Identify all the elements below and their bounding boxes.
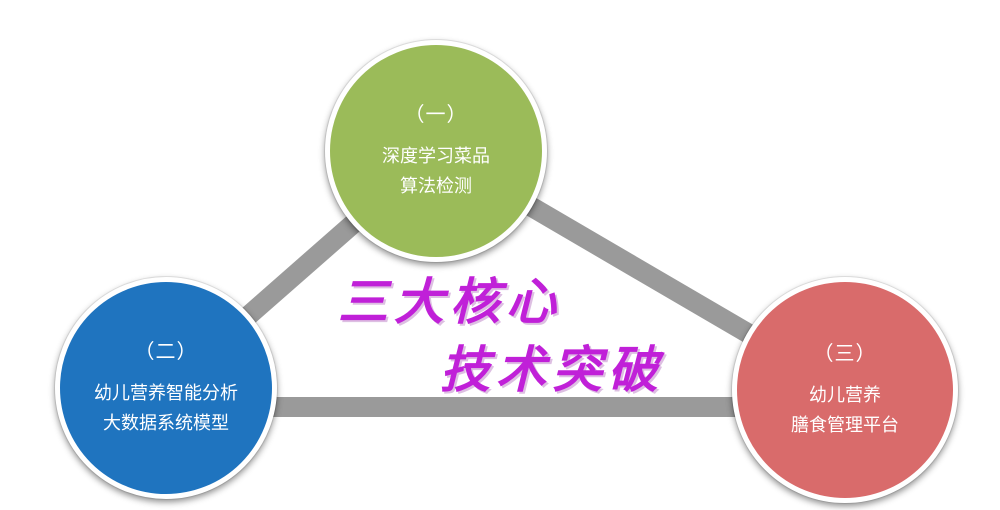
node-number: （二） [134, 339, 198, 363]
node-diet-management-platform: （三） 幼儿营养 膳食管理平台 [732, 277, 958, 503]
node-deep-learning-detection: （一） 深度学习菜品 算法检测 [325, 40, 547, 262]
node-number: （三） [813, 341, 877, 365]
node-nutrition-big-data-model: （二） 幼儿营养智能分析 大数据系统模型 [55, 277, 277, 499]
node-label-line1: 深度学习菜品 [382, 146, 490, 167]
node-label-line2: 算法检测 [400, 176, 472, 197]
node-label-line1: 幼儿营养智能分析 [94, 383, 238, 404]
node-label-line2: 大数据系统模型 [103, 413, 229, 434]
node-label-line1: 幼儿营养 [809, 385, 881, 406]
center-slogan-line2: 技术突破 [440, 340, 664, 399]
center-slogan-line1: 三大核心 [338, 272, 562, 331]
node-number: （一） [404, 102, 468, 126]
node-label-line2: 膳食管理平台 [791, 415, 899, 436]
